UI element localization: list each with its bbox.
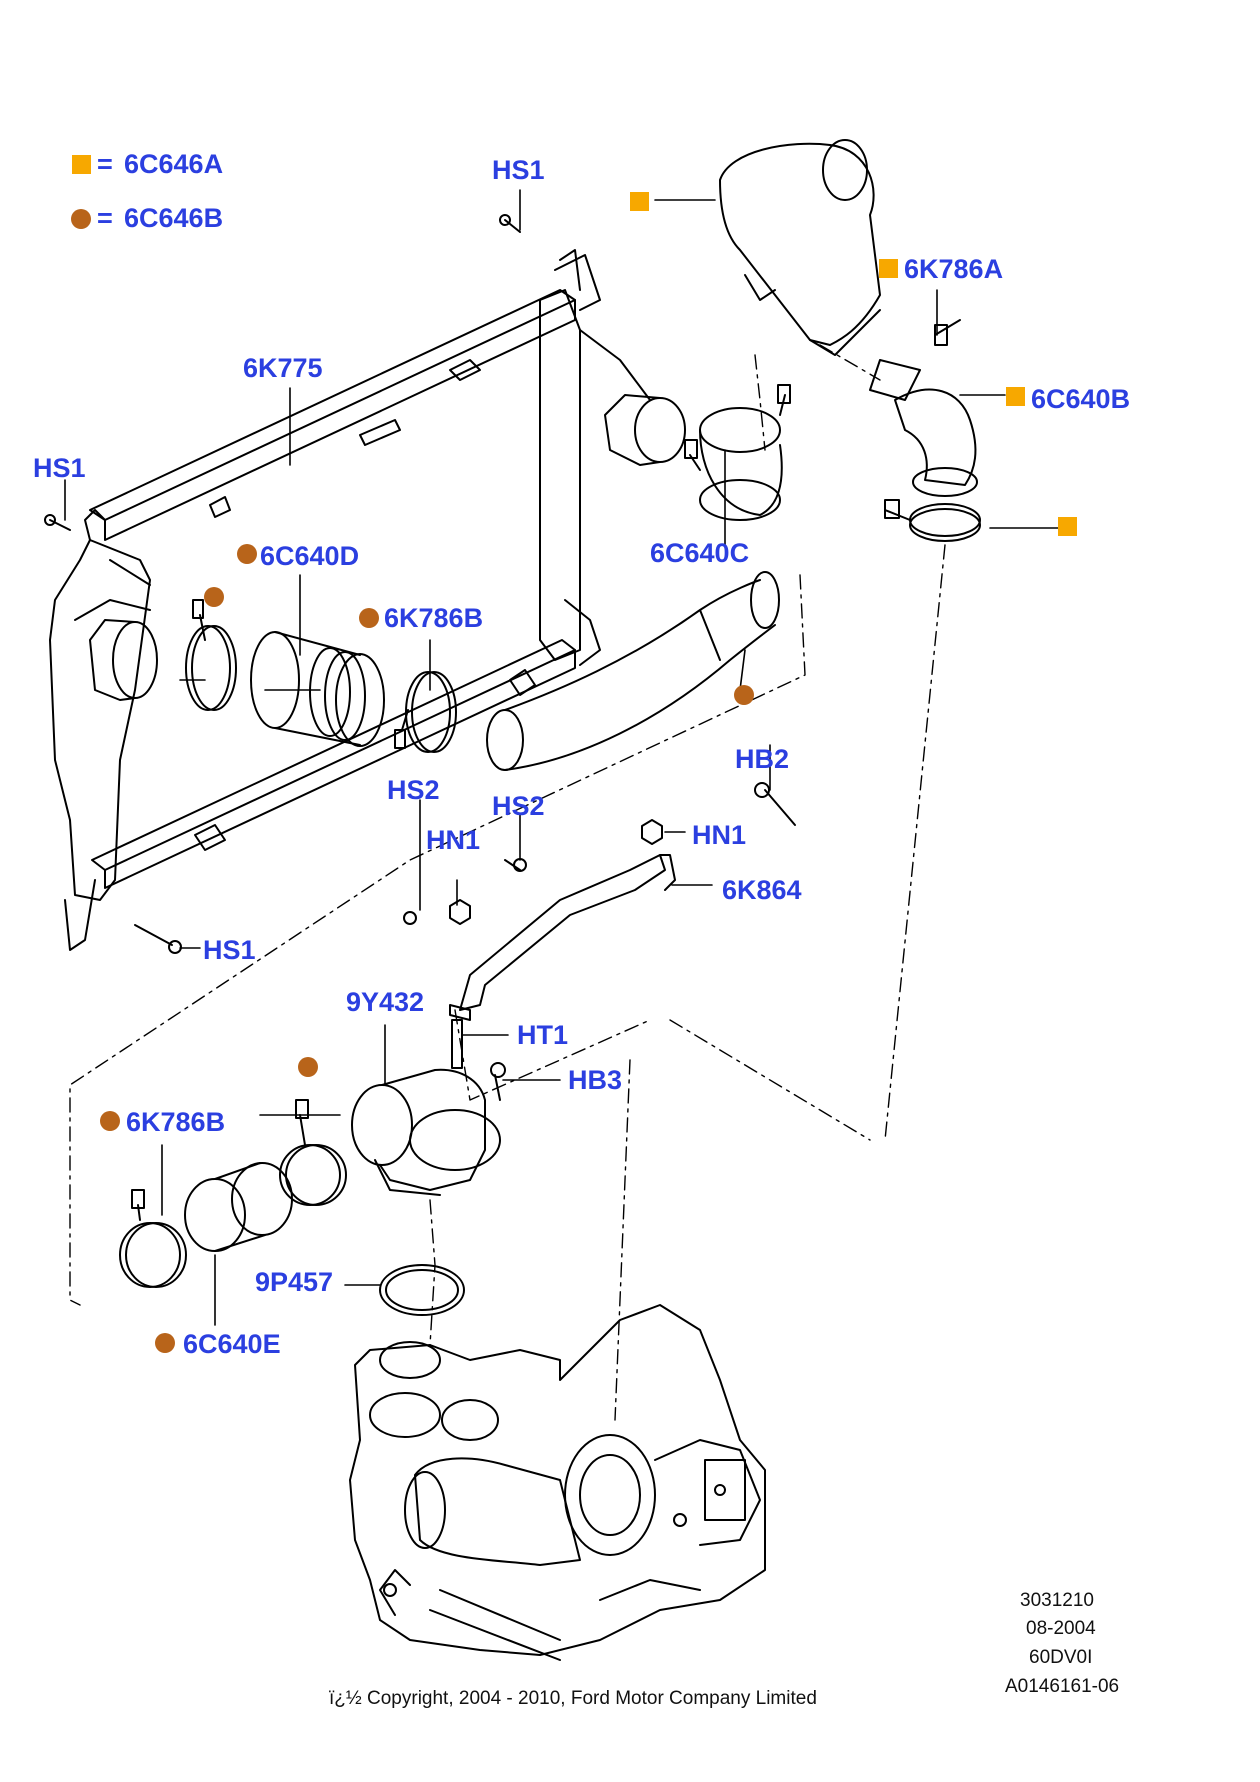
elbow-6c640b bbox=[894, 388, 978, 497]
marker-circle-middle-hose bbox=[734, 685, 754, 705]
legend-square-code: 6C646A bbox=[124, 149, 224, 179]
clamp-left-2 bbox=[394, 671, 457, 753]
outlet-9y432 bbox=[351, 1068, 501, 1196]
engine-turbo-assembly bbox=[349, 1304, 766, 1661]
marker-circle-6k786b-lower bbox=[100, 1111, 120, 1131]
callout-hn1-left: HN1 bbox=[426, 825, 481, 855]
bracket-6k864 bbox=[449, 854, 676, 1021]
clamp-left-1 bbox=[185, 599, 237, 711]
legend-circle-marker bbox=[71, 209, 91, 229]
marker-circle-lower-clamp bbox=[298, 1057, 318, 1077]
hose-upper-elbow bbox=[719, 139, 881, 356]
legend-circle-code: 6C646B bbox=[124, 203, 224, 233]
marker-square-right-clamp bbox=[1058, 517, 1077, 536]
bolt-hs1-top bbox=[499, 214, 521, 233]
callout-hb2: HB2 bbox=[735, 744, 790, 774]
callout-6k786b-lower: 6K786B bbox=[126, 1107, 226, 1137]
intercooler-core bbox=[49, 249, 686, 951]
legend-square-marker bbox=[72, 155, 91, 174]
callout-hb3: HB3 bbox=[568, 1065, 623, 1095]
bolt-hs1-left bbox=[44, 514, 71, 531]
callout-6k786a: 6K786A bbox=[904, 254, 1004, 284]
clamp-lower-1 bbox=[279, 1099, 347, 1206]
marker-square-6c640b bbox=[1006, 387, 1025, 406]
callout-6c640e: 6C640E bbox=[183, 1329, 281, 1359]
hose-6c640d bbox=[250, 631, 385, 747]
dashed-outlines bbox=[69, 344, 946, 1421]
bolt-hb3 bbox=[490, 1062, 506, 1101]
marker-square-6k786a bbox=[879, 259, 898, 278]
marker-circle-6c640e bbox=[155, 1333, 175, 1353]
clamp-right-lower bbox=[884, 499, 981, 542]
callout-6k775: 6K775 bbox=[243, 353, 323, 383]
callout-9p457: 9P457 bbox=[255, 1267, 334, 1297]
callout-9y432: 9Y432 bbox=[346, 987, 425, 1017]
oring-9p457 bbox=[379, 1264, 465, 1316]
clamp-lower-2 bbox=[119, 1189, 187, 1288]
clamp-6c640c bbox=[684, 384, 791, 521]
bolt-hs2-right bbox=[504, 858, 527, 872]
legend-equals-1: = bbox=[97, 149, 113, 179]
callout-6k864: 6K864 bbox=[722, 875, 802, 905]
reference-line-1: 3031210 bbox=[1020, 1590, 1094, 1611]
bolt-hs1-bottom bbox=[134, 924, 182, 954]
callout-hs2-left: HS2 bbox=[387, 775, 440, 805]
callout-6c640d: 6C640D bbox=[260, 541, 360, 571]
legend-equals-2: = bbox=[97, 203, 113, 233]
callout-ht1: HT1 bbox=[517, 1020, 569, 1050]
bolt-hs2-left bbox=[403, 911, 417, 925]
bolt-hb2 bbox=[754, 782, 796, 826]
hose-middle bbox=[486, 571, 780, 771]
callout-hn1-right: HN1 bbox=[692, 820, 747, 850]
nut-hn1-right bbox=[641, 819, 663, 845]
coupler-6k786a bbox=[869, 319, 961, 401]
callout-6c640b: 6C640B bbox=[1031, 384, 1131, 414]
marker-circle-6c640d bbox=[237, 544, 257, 564]
callout-6c640c: 6C640C bbox=[650, 538, 750, 568]
callout-hs2-right: HS2 bbox=[492, 791, 545, 821]
leader-lines bbox=[64, 189, 1061, 1326]
callout-hs1-top: HS1 bbox=[492, 155, 545, 185]
callout-hs1-bottom: HS1 bbox=[203, 935, 256, 965]
reference-line-4: A0146161-06 bbox=[1005, 1676, 1120, 1697]
marker-square-top-hose bbox=[630, 192, 649, 211]
marker-circle-left-clamp bbox=[204, 587, 224, 607]
reference-line-3: 60DV0I bbox=[1029, 1647, 1093, 1668]
reference-line-2: 08-2004 bbox=[1026, 1618, 1096, 1639]
marker-circle-6k786b-upper bbox=[359, 608, 379, 628]
sleeve-6c640e bbox=[184, 1162, 293, 1252]
copyright-notice: ï¿½ Copyright, 2004 - 2010, Ford Motor C… bbox=[329, 1688, 817, 1709]
callout-6k786b-upper: 6K786B bbox=[384, 603, 484, 633]
callout-hs1-left: HS1 bbox=[33, 453, 86, 483]
nut-hn1-left bbox=[449, 899, 471, 925]
